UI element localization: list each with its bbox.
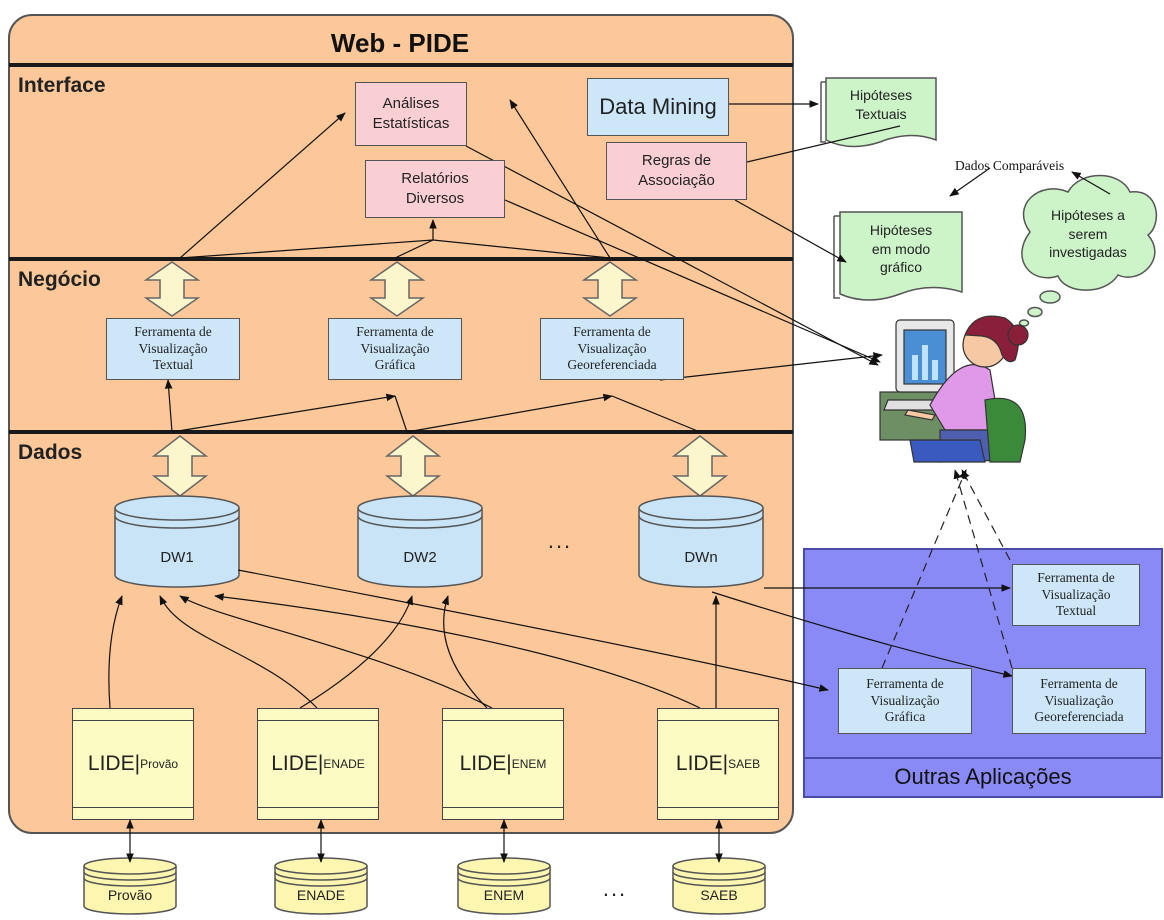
dw-ellipsis: ... (547, 528, 573, 553)
relatorios-diversos-box: Relatórios Diversos (365, 160, 505, 218)
lide-enem-box: LIDE|ENEM (442, 708, 564, 820)
interface-negocio-separator (9, 257, 793, 261)
thought-cloud (1018, 174, 1158, 327)
lide-enem-bottom-band (443, 807, 563, 819)
lide-saeb-label: LIDE|SAEB (675, 752, 761, 775)
source-enade-label: ENADE (296, 887, 346, 903)
cylinder-dwn (638, 495, 764, 588)
outras-ferramenta-geo-box: Ferramenta de Visualização Georeferencia… (1012, 668, 1146, 734)
user-at-computer (879, 315, 1029, 463)
block-arrow-dwn (671, 435, 729, 497)
lide-provao-box: LIDE|Provão (72, 708, 194, 820)
cylinder-dw1 (114, 495, 240, 588)
data-mining-box: Data Mining (587, 78, 729, 136)
ferramenta-geo-box: Ferramenta de Visualização Georeferencia… (540, 318, 684, 380)
outras-separator (804, 757, 1162, 759)
dwn-label: DWn (684, 548, 718, 566)
db-enem (457, 857, 551, 915)
lide-saeb-bottom-band (658, 807, 778, 819)
db-enade (274, 857, 368, 915)
dw1-label: DW1 (160, 548, 194, 566)
block-arrow-dw2 (384, 435, 442, 497)
cylinder-dw2 (357, 495, 483, 588)
thought-text: Hipóteses a serem investigadas (1049, 206, 1127, 261)
title-separator (9, 63, 793, 67)
regras-associacao-box: Regras de Associação (606, 142, 747, 200)
hipoteses-textuais-label: Hipóteses Textuais (849, 87, 913, 122)
db-provao (83, 857, 177, 915)
lide-provao-bottom-band (73, 807, 193, 819)
doc-hipoteses-grafico (839, 211, 963, 301)
lide-provao-label: LIDE|Provão (87, 752, 179, 775)
lide-enade-top-band (258, 709, 378, 721)
block-arrow-dw1 (151, 435, 209, 497)
negocio-dados-separator (9, 430, 793, 434)
analises-estatisticas-box: Análises Estatísticas (355, 82, 467, 146)
lide-enade-box: LIDE|ENADE (257, 708, 379, 820)
doc-hipoteses-textuais (825, 77, 937, 148)
lide-provao-top-band (73, 709, 193, 721)
dw2-label: DW2 (403, 548, 437, 566)
ferramenta-grafica-box: Ferramenta de Visualização Gráfica (328, 318, 462, 380)
layer-label-dados: Dados (18, 441, 83, 464)
layer-label-negocio: Negócio (18, 268, 101, 291)
db-saeb (672, 857, 766, 915)
diagram-title: Web - PIDE (330, 27, 470, 58)
outras-ferramenta-textual-box: Ferramenta de Visualização Textual (1012, 564, 1140, 626)
block-arrow-textual (143, 261, 201, 317)
dados-comparaveis-label: Dados Comparáveis (955, 158, 1065, 173)
lide-enade-label: LIDE|ENADE (271, 752, 365, 775)
block-arrow-grafica (368, 261, 426, 317)
lide-enem-top-band (443, 709, 563, 721)
ferramenta-textual-box: Ferramenta de Visualização Textual (106, 318, 240, 380)
block-arrow-geo (581, 261, 639, 317)
lide-saeb-top-band (658, 709, 778, 721)
source-enem-label: ENEM (483, 887, 525, 903)
hipoteses-grafico-label: Hipóteses em modo gráfico (869, 221, 933, 276)
outras-ferramenta-grafica-box: Ferramenta de Visualização Gráfica (838, 668, 972, 734)
outras-aplicacoes-title: Outras Aplicações (894, 764, 1072, 789)
sources-ellipsis: ... (602, 876, 628, 901)
lide-enade-bottom-band (258, 807, 378, 819)
lide-enem-label: LIDE|ENEM (459, 752, 547, 775)
source-provao-label: Provão (107, 887, 153, 903)
source-saeb-label: SAEB (700, 887, 738, 903)
lide-saeb-box: LIDE|SAEB (657, 708, 779, 820)
layer-label-interface: Interface (18, 74, 106, 97)
